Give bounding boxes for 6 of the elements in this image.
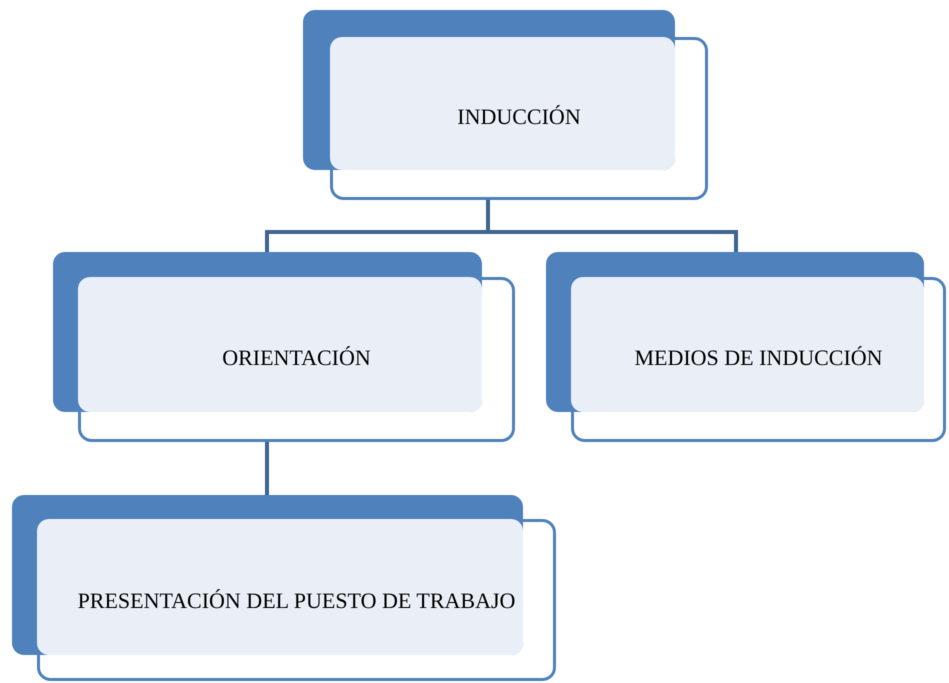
connector-line xyxy=(265,442,269,495)
box-label: PRESENTACIÓN DEL PUESTO DE TRABAJO xyxy=(78,588,516,614)
connector-line xyxy=(486,200,738,252)
box-label: ORIENTACIÓN xyxy=(222,345,371,372)
box-label: MEDIOS DE INDUCCIÓN xyxy=(634,345,883,372)
box-label: INDUCCIÓN xyxy=(457,104,581,131)
